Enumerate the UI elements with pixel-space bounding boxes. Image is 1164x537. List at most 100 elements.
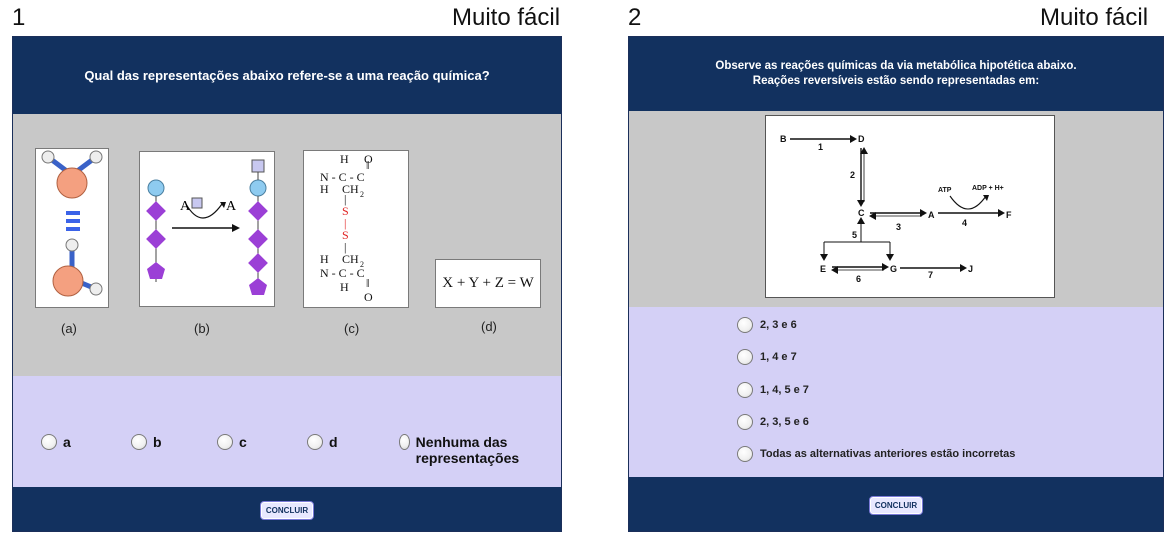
caption-d: (d) — [481, 319, 497, 334]
option-label: 2, 3 e 6 — [760, 319, 797, 331]
cofactor-atp: ATP — [938, 187, 952, 194]
option-1[interactable]: 2, 3 e 6 — [737, 317, 797, 333]
option-label: 2, 3, 5 e 6 — [760, 416, 809, 428]
option-label: b — [153, 434, 162, 450]
option-4[interactable]: 2, 3, 5 e 6 — [737, 414, 809, 430]
question-header: Observe as reações químicas da via metab… — [629, 37, 1163, 111]
option-label: a — [63, 434, 71, 450]
pathway-svg: B D C A F E G J 1 2 3 4 5 6 7 ATP — [780, 134, 1012, 284]
concluir-button[interactable]: CONCLUIR — [259, 500, 315, 520]
footer-bar: CONCLUIR — [13, 487, 561, 531]
reaction-7: 7 — [928, 270, 933, 280]
footer-bar: CONCLUIR — [629, 477, 1163, 531]
figure-a — [35, 148, 109, 308]
option-radio[interactable] — [41, 434, 57, 450]
svg-text:O: O — [364, 152, 373, 166]
option-label: 1, 4, 5 e 7 — [760, 384, 809, 396]
option-radio[interactable] — [737, 446, 753, 462]
node-d: D — [858, 134, 865, 144]
reaction-3: 3 — [896, 222, 901, 232]
option-3[interactable]: 1, 4, 5 e 7 — [737, 382, 809, 398]
svg-text:O: O — [364, 290, 373, 304]
svg-text:CH: CH — [342, 182, 359, 196]
question-header: Qual das representações abaixo refere-se… — [13, 37, 561, 114]
caption-b: (b) — [194, 321, 210, 336]
reaction-4: 4 — [962, 218, 967, 228]
node-c: C — [858, 208, 865, 218]
option-d[interactable]: d — [307, 434, 338, 450]
equation-text: X + Y + Z = W — [442, 275, 534, 291]
question-text: Qual das representações abaixo refere-se… — [84, 68, 490, 83]
answer-options-2: 2, 3 e 6 1, 4 e 7 1, 4, 5 e 7 2, 3, 5 e … — [629, 307, 1163, 477]
node-g: G — [890, 264, 897, 274]
svg-text:S: S — [342, 228, 349, 242]
option-b[interactable]: b — [131, 434, 162, 450]
option-label: Todas as alternativas anteriores estão i… — [760, 448, 1016, 460]
node-j: J — [968, 264, 973, 274]
reactant-label-a: A — [180, 199, 191, 214]
svg-text:H: H — [340, 280, 349, 294]
option-c[interactable]: c — [217, 434, 247, 450]
option-radio[interactable] — [737, 317, 753, 333]
figure-b: A A — [139, 151, 275, 307]
node-f: F — [1006, 210, 1012, 220]
svg-text:S: S — [342, 204, 349, 218]
svg-text:|: | — [344, 192, 346, 206]
figure-d: X + Y + Z = W — [435, 259, 541, 308]
option-none[interactable]: Nenhuma das representações — [399, 434, 539, 466]
node-e: E — [820, 264, 826, 274]
product-label-a: A — [226, 199, 237, 214]
option-radio[interactable] — [399, 434, 410, 450]
option-radio[interactable] — [737, 349, 753, 365]
svg-text:N - C - C: N - C - C — [320, 266, 365, 280]
reaction-6: 6 — [856, 274, 861, 284]
reaction-5: 5 — [852, 230, 857, 240]
caption-c: (c) — [344, 321, 360, 336]
option-label: d — [329, 434, 338, 450]
reaction-scheme-image: A A — [146, 159, 268, 295]
option-2[interactable]: 1, 4 e 7 — [737, 349, 797, 365]
water-molecules-image — [41, 150, 103, 297]
svg-text:|: | — [344, 216, 346, 230]
difficulty-label: Muito fácil — [1040, 4, 1149, 31]
option-radio[interactable] — [737, 382, 753, 398]
svg-text:H: H — [320, 252, 329, 266]
node-b: B — [780, 134, 787, 144]
figures-area: (a) A — [13, 114, 561, 376]
question-number: 1 — [12, 4, 26, 31]
option-label: c — [239, 434, 247, 450]
option-a[interactable]: a — [41, 434, 71, 450]
option-label: 1, 4 e 7 — [760, 351, 797, 363]
svg-text:|: | — [344, 240, 346, 254]
svg-text:H: H — [320, 182, 329, 196]
concluir-button[interactable]: CONCLUIR — [868, 495, 924, 515]
option-radio[interactable] — [131, 434, 147, 450]
node-a: A — [928, 210, 935, 220]
svg-text:‖: ‖ — [366, 158, 369, 172]
question-panel-2: Observe as reações químicas da via metab… — [628, 36, 1164, 532]
svg-text:N - C - C: N - C - C — [320, 170, 365, 184]
svg-text:H: H — [340, 152, 349, 166]
option-radio[interactable] — [307, 434, 323, 450]
option-5[interactable]: Todas as alternativas anteriores estão i… — [737, 446, 1015, 462]
option-radio[interactable] — [737, 414, 753, 430]
figures-area: B D C A F E G J 1 2 3 4 5 6 7 ATP — [629, 111, 1163, 307]
svg-text:2: 2 — [360, 190, 364, 199]
difficulty-label: Muito fácil — [452, 4, 561, 31]
question-number: 2 — [628, 4, 642, 31]
metabolic-pathway-diagram: B D C A F E G J 1 2 3 4 5 6 7 ATP — [765, 115, 1055, 298]
svg-text:‖: ‖ — [366, 276, 369, 290]
cofactor-adp: ADP + H+ — [972, 185, 1004, 192]
svg-text:CH: CH — [342, 252, 359, 266]
caption-a: (a) — [61, 321, 77, 336]
question-text-line1: Observe as reações químicas da via metab… — [715, 60, 1077, 72]
question-panel-1: Qual das representações abaixo refere-se… — [12, 36, 562, 532]
question-text-line2: Reações reversíveis estão sendo represen… — [752, 75, 1040, 87]
reaction-2: 2 — [850, 170, 855, 180]
svg-text:2: 2 — [360, 260, 364, 269]
option-label: Nenhuma das representações — [415, 434, 520, 466]
reaction-1: 1 — [818, 142, 823, 152]
option-radio[interactable] — [217, 434, 233, 450]
